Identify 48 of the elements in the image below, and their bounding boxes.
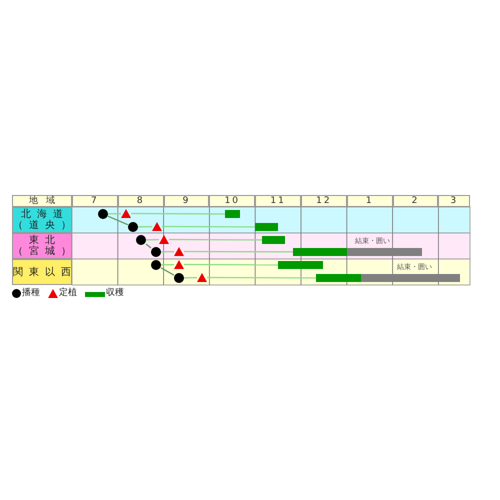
region-name: 北海道 bbox=[21, 209, 69, 220]
guide-line bbox=[184, 277, 198, 278]
header-cell: 8 bbox=[118, 195, 164, 207]
harvest-bar bbox=[316, 274, 361, 282]
planting-triangle bbox=[159, 235, 169, 244]
guide-line bbox=[131, 212, 225, 215]
planting-triangle bbox=[152, 222, 162, 231]
guide-line bbox=[184, 264, 278, 266]
header-cell: 3 bbox=[438, 195, 470, 207]
region-cell bbox=[12, 233, 72, 259]
header-cell: 11 bbox=[255, 195, 301, 207]
connector-line bbox=[146, 244, 152, 248]
header-cell: 10 bbox=[209, 195, 256, 207]
region-cell bbox=[12, 259, 72, 285]
guide-line bbox=[207, 276, 316, 279]
guide-line bbox=[162, 226, 255, 228]
region-cell bbox=[12, 207, 72, 233]
guide-line bbox=[146, 239, 160, 240]
header-cell: 9 bbox=[164, 195, 210, 207]
harvest-bar bbox=[293, 248, 347, 256]
header-cell: 2 bbox=[392, 195, 438, 207]
region-name: 東北 bbox=[29, 235, 61, 246]
legend-label: 収穫 bbox=[106, 288, 124, 299]
connector-line bbox=[160, 267, 174, 276]
guide-line bbox=[138, 226, 152, 228]
planting-triangle bbox=[174, 247, 184, 256]
header-cell: 7 bbox=[72, 195, 118, 207]
planting-triangle bbox=[121, 209, 131, 218]
header-cell: 1 bbox=[346, 195, 393, 207]
harvest-bar bbox=[255, 223, 278, 231]
header-cell: 地域 bbox=[12, 195, 72, 207]
harvest-bar bbox=[262, 236, 285, 244]
region-name: 関東以西 bbox=[13, 266, 77, 278]
guide-line bbox=[160, 251, 174, 252]
harvest-bar bbox=[225, 210, 240, 218]
planting-triangle bbox=[197, 273, 207, 282]
guide-line bbox=[160, 264, 174, 266]
guide-line bbox=[108, 213, 122, 214]
subregion-name: （道央） bbox=[13, 220, 77, 231]
legend-label: 定植 bbox=[59, 288, 77, 299]
harvest-bar bbox=[278, 261, 323, 269]
guide-line bbox=[169, 238, 262, 241]
subregion-name: （宮城） bbox=[13, 246, 77, 257]
guide-line bbox=[184, 250, 293, 252]
header-cell: 12 bbox=[301, 195, 347, 207]
planting-triangle bbox=[174, 260, 184, 269]
connector-line bbox=[108, 216, 128, 226]
legend-label: 播種 bbox=[22, 288, 40, 299]
